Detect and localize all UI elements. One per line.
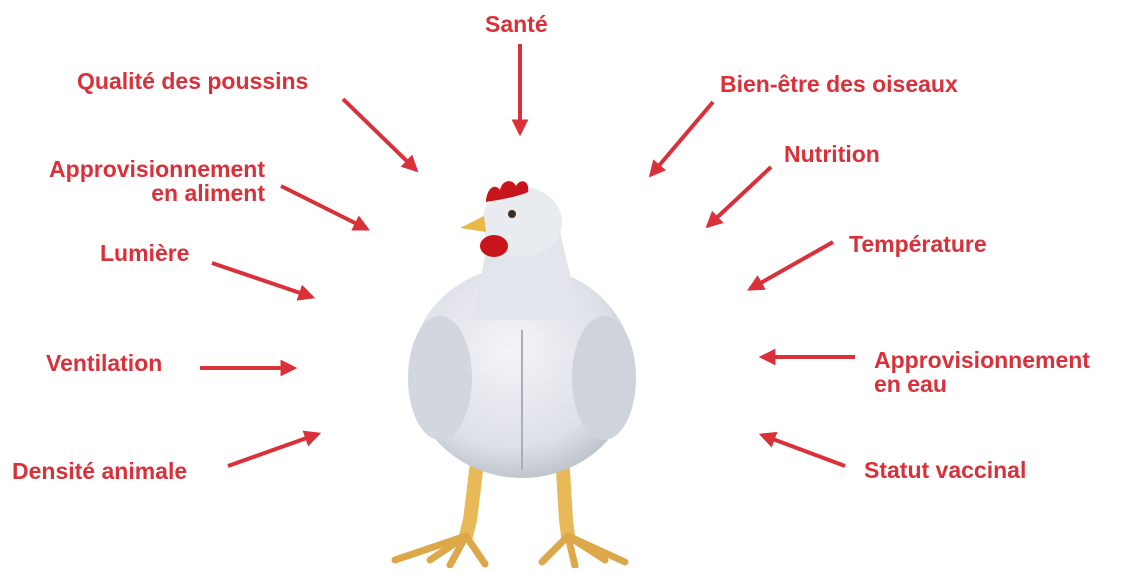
label-sante: Santé	[485, 12, 548, 36]
chicken-image	[395, 181, 636, 566]
label-bienetre: Bien-être des oiseaux	[720, 72, 958, 96]
chicken-eye	[508, 210, 516, 218]
arrow-densite	[228, 434, 318, 466]
label-eau: Approvisionnement en eau	[874, 348, 1090, 396]
label-nutrition: Nutrition	[784, 142, 880, 166]
arrow-vaccinal	[762, 435, 845, 466]
arrow-qualite	[343, 99, 416, 170]
label-aliment: Approvisionnement en aliment	[10, 157, 265, 205]
label-eau-line-2: en eau	[874, 372, 1090, 396]
label-ventilation: Ventilation	[46, 351, 162, 375]
chicken-left-foot	[395, 536, 485, 565]
label-lumiere: Lumière	[100, 241, 189, 265]
label-aliment-line-2: en aliment	[10, 181, 265, 205]
arrow-aliment	[281, 186, 367, 229]
arrow-lumiere	[212, 263, 312, 297]
arrow-bienetre	[651, 102, 713, 175]
chicken-beak	[460, 216, 486, 232]
chicken-right-foot	[542, 536, 625, 566]
label-qualite: Qualité des poussins	[77, 69, 308, 93]
label-temperature: Température	[849, 232, 987, 256]
arrow-nutrition	[708, 167, 771, 226]
label-vaccinal: Statut vaccinal	[864, 458, 1026, 482]
label-aliment-line-1: Approvisionnement	[10, 157, 265, 181]
arrow-temperature	[750, 242, 833, 289]
chicken-wattle	[480, 235, 508, 257]
label-eau-line-1: Approvisionnement	[874, 348, 1090, 372]
label-densite: Densité animale	[12, 459, 187, 483]
